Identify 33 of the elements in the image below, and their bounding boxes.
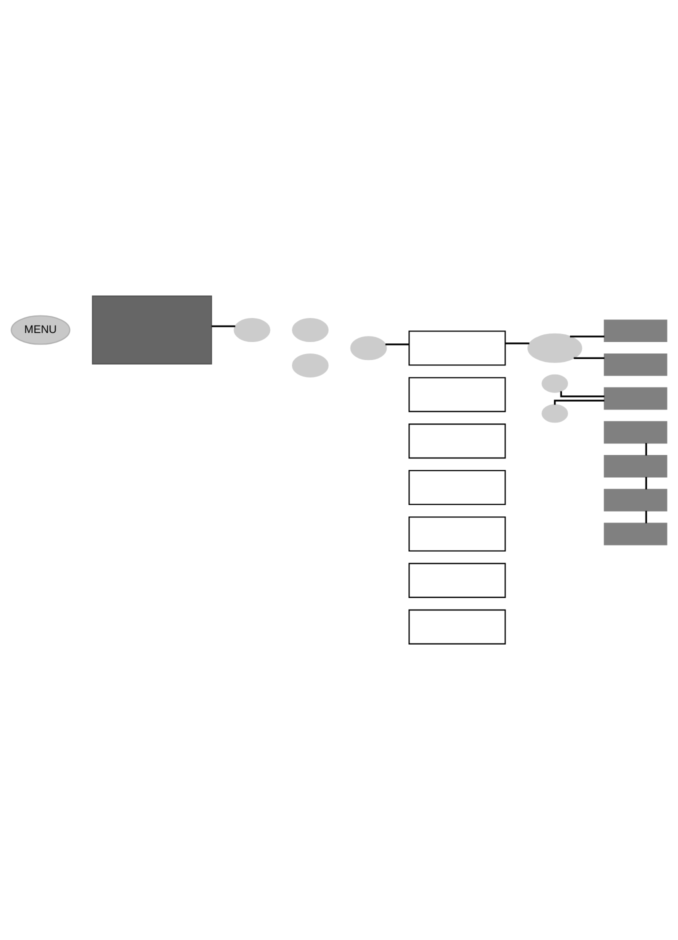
node-box bbox=[408, 424, 506, 459]
node-ellipse: MENU bbox=[10, 315, 70, 345]
connector bbox=[645, 443, 648, 456]
node-box bbox=[604, 522, 668, 546]
node-ellipse bbox=[542, 374, 568, 393]
connector bbox=[574, 357, 604, 360]
node-box bbox=[408, 609, 506, 644]
connector bbox=[645, 476, 648, 490]
connector bbox=[385, 343, 409, 346]
connector bbox=[645, 510, 648, 524]
node-box bbox=[604, 387, 668, 410]
connector bbox=[505, 342, 530, 344]
node-box bbox=[92, 296, 212, 364]
node-box bbox=[408, 470, 506, 506]
node-box bbox=[408, 562, 506, 598]
node-box bbox=[604, 353, 668, 376]
node-ellipse bbox=[527, 333, 582, 363]
connector bbox=[212, 325, 236, 328]
node-box bbox=[604, 320, 668, 342]
connector bbox=[554, 400, 604, 405]
node-box bbox=[408, 516, 506, 552]
node-ellipse bbox=[350, 336, 387, 360]
connector bbox=[560, 391, 604, 398]
node-box bbox=[604, 455, 668, 478]
node-box bbox=[604, 421, 668, 444]
node-ellipse bbox=[292, 318, 329, 342]
node-ellipse bbox=[234, 318, 270, 342]
node-box bbox=[408, 377, 506, 412]
node-box bbox=[408, 330, 506, 366]
node-ellipse bbox=[292, 353, 329, 378]
node-ellipse bbox=[542, 404, 568, 423]
connector bbox=[570, 336, 604, 338]
node-box bbox=[604, 488, 668, 512]
